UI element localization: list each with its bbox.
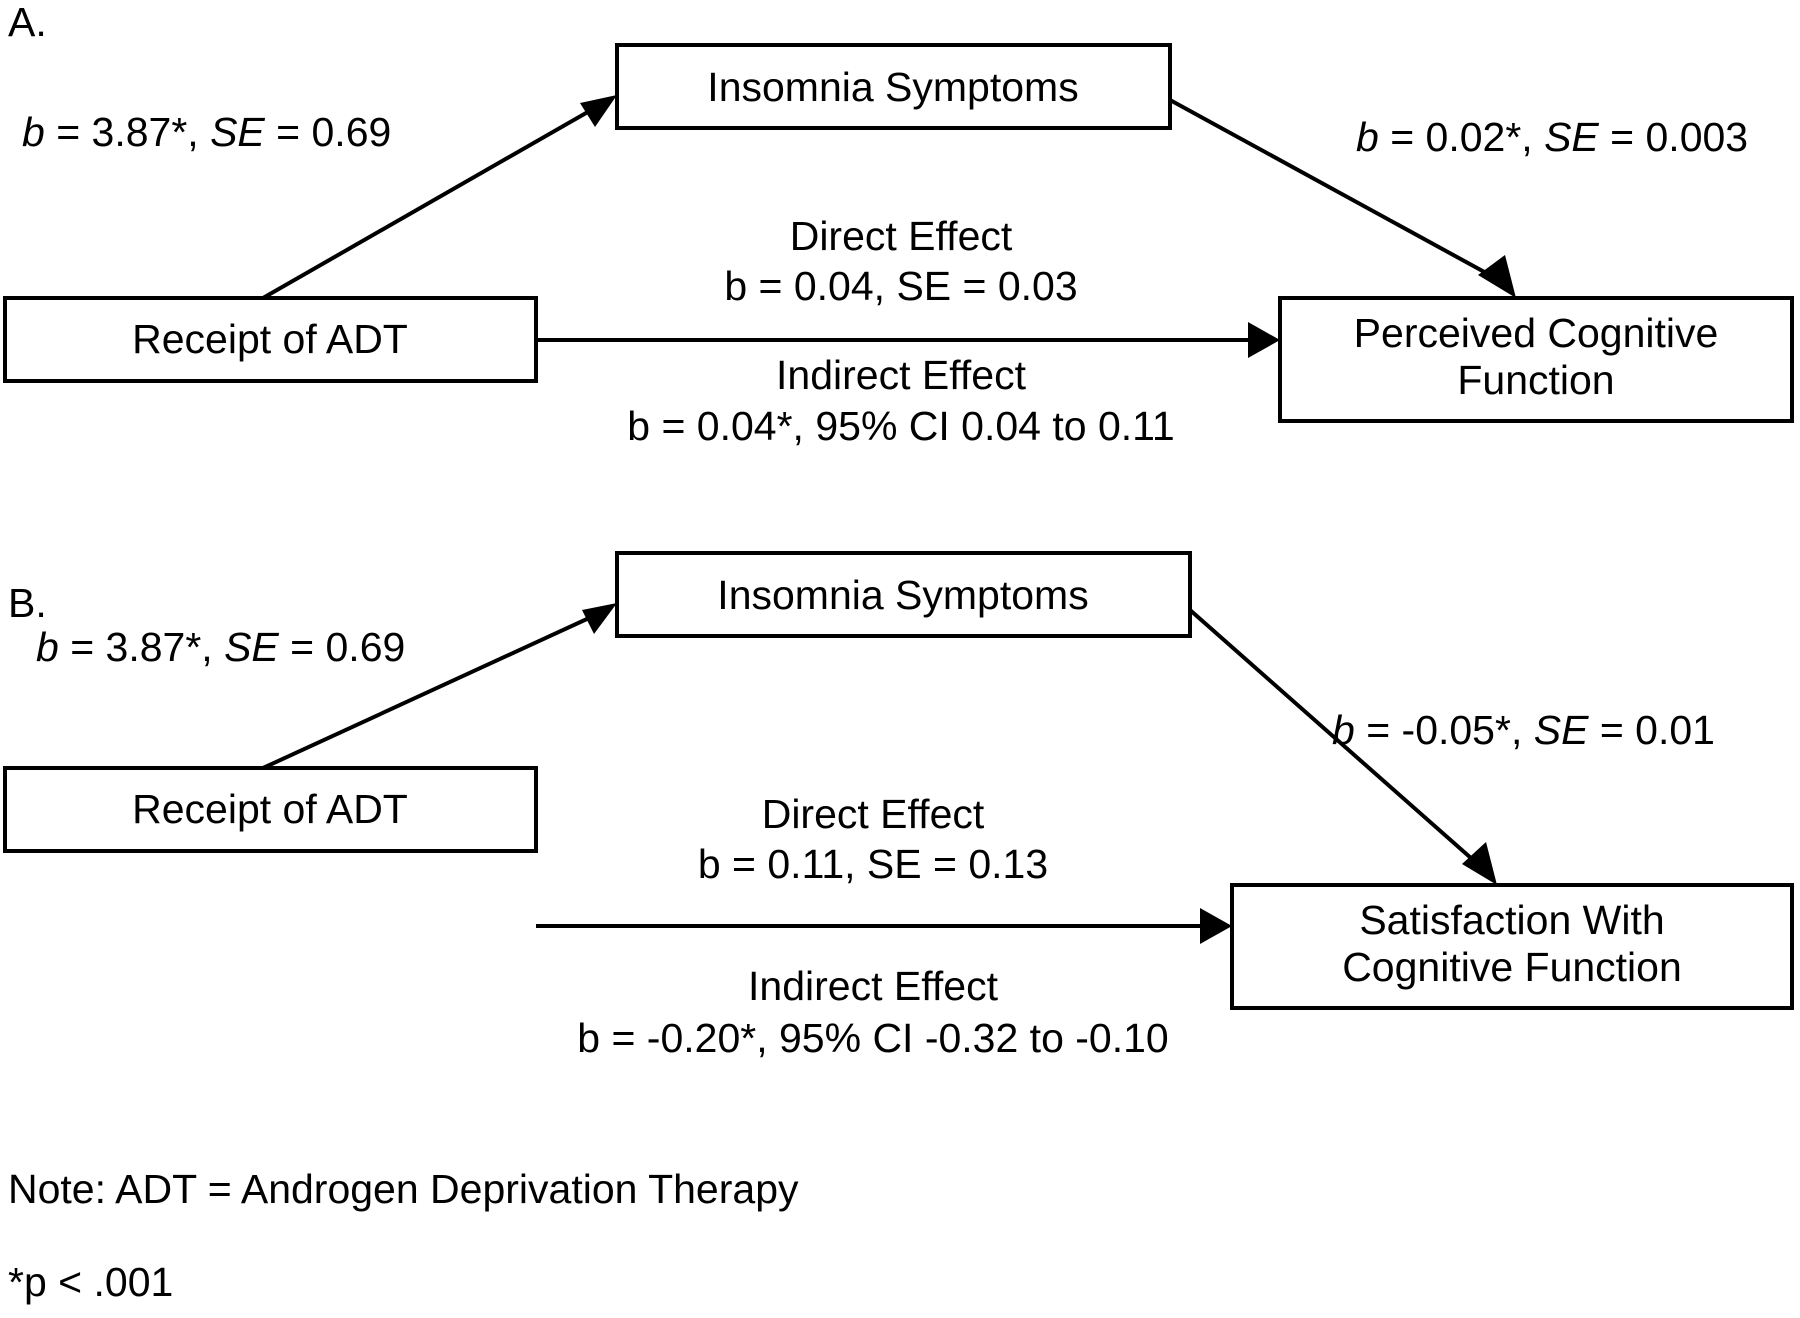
panel-a-predictor-node: Receipt of ADT	[3, 296, 538, 383]
panel-b-direct-path-arrowhead	[1200, 908, 1232, 944]
panel-a-outcome-label-line2: Function	[1457, 357, 1614, 403]
panel-b-direct-path-arrow	[536, 908, 1232, 944]
panel-b-b-path-line	[1188, 608, 1482, 868]
panel-a-b-path-label: b = 0.02*, SE = 0.003	[1356, 114, 1748, 160]
panel-a-indirect-effect-value: b = 0.04*, 95% CI 0.04 to 0.11	[627, 403, 1174, 449]
panel-a-direct-path-arrowhead	[1248, 322, 1280, 358]
panel-b-b-path-label: b = -0.05*, SE = 0.01	[1332, 707, 1715, 753]
panel-b-a-path-label: b = 3.87*, SE = 0.69	[36, 624, 405, 670]
panel-a-mediator-node: Insomnia Symptoms	[615, 43, 1172, 130]
panel-b-outcome-label-line2: Cognitive Function	[1342, 944, 1682, 990]
panel-a-direct-path-arrow	[536, 322, 1280, 358]
panel-b-direct-effect-value: b = 0.11, SE = 0.13	[698, 841, 1048, 887]
panel-b-outcome-label-line1: Satisfaction With	[1359, 897, 1664, 943]
panel-b-mediator-label: Insomnia Symptoms	[717, 572, 1088, 618]
panel-b-letter: B.	[8, 580, 47, 626]
panel-b-predictor-label: Receipt of ADT	[132, 786, 408, 832]
panel-b-b-path-arrow	[1188, 608, 1497, 885]
panel-a-letter: A.	[8, 0, 47, 45]
panel-a-predictor-label: Receipt of ADT	[132, 316, 408, 362]
panel-a-outcome-box	[1278, 296, 1794, 423]
panel-b-a-path-arrow	[262, 603, 617, 770]
panel-b-predictor-box	[3, 766, 538, 853]
panel-a-b-path-arrow	[1169, 98, 1516, 298]
panel-a-a-path-arrow	[262, 95, 617, 300]
panel-a-predictor-box	[3, 296, 538, 383]
panel-a-direct-effect-title: Direct Effect	[790, 213, 1013, 259]
panel-b-predictor-node: Receipt of ADT	[3, 766, 538, 853]
panel-b-mediator-node: Insomnia Symptoms	[615, 551, 1192, 638]
panel-b-a-path-line	[262, 611, 601, 770]
panel-a-a-path-label: b = 3.87*, SE = 0.69	[22, 109, 391, 155]
panel-b-outcome-box	[1230, 883, 1794, 1010]
panel-a-direct-effect-value: b = 0.04, SE = 0.03	[724, 263, 1077, 309]
footer-note: Note: ADT = Androgen Deprivation Therapy	[8, 1166, 799, 1212]
panel-b-b-path-arrowhead	[1462, 842, 1497, 885]
panel-b-indirect-effect-value: b = -0.20*, 95% CI -0.32 to -0.10	[577, 1015, 1168, 1061]
panel-a-indirect-effect-title: Indirect Effect	[776, 352, 1027, 398]
panel-a-a-path-arrowhead	[580, 95, 617, 127]
panel-a-outcome-label-line1: Perceived Cognitive	[1354, 310, 1719, 356]
panel-a-a-path-line	[262, 103, 601, 300]
panel-b-mediator-box	[615, 551, 1192, 638]
panel-b-indirect-effect-title: Indirect Effect	[748, 963, 999, 1009]
panel-a-b-path-arrowhead	[1478, 255, 1516, 298]
panel-b-outcome-node: Satisfaction With Cognitive Function	[1230, 883, 1794, 1010]
panel-a-mediator-label: Insomnia Symptoms	[707, 64, 1078, 110]
panel-a-b-path-line	[1169, 98, 1500, 282]
panel-b-a-path-arrowhead	[582, 603, 617, 634]
footer-significance-note: *p < .001	[8, 1259, 173, 1305]
panel-a-mediator-box	[615, 43, 1172, 130]
panel-a-outcome-node: Perceived Cognitive Function	[1278, 296, 1794, 423]
panel-b-direct-effect-title: Direct Effect	[762, 791, 985, 837]
